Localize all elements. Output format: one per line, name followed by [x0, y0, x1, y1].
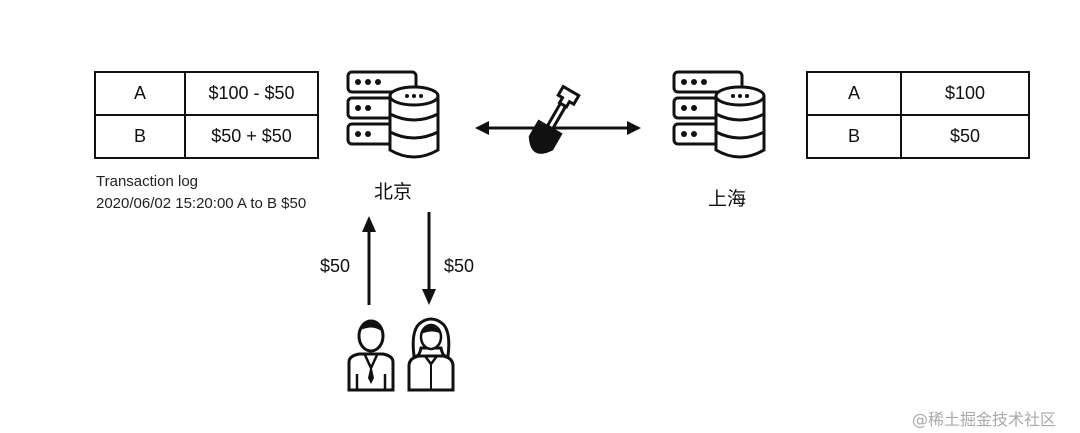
up-arrow	[362, 216, 376, 305]
withdraw-amount: $50	[444, 256, 475, 276]
transaction-log: Transaction log 2020/06/02 15:20:00 A to…	[96, 171, 306, 215]
shanghai-label: 上海	[708, 188, 747, 210]
transaction-log-entry: 2020/06/02 15:20:00 A to B $50	[96, 195, 307, 212]
balance-cell: $100 - $50	[184, 71, 319, 116]
shovel-icon	[528, 84, 581, 154]
man-icon	[347, 319, 395, 392]
watermark: @稀土掘金技术社区	[912, 410, 1057, 429]
table-row: A $100 - $50	[94, 71, 319, 116]
woman-icon	[407, 317, 455, 392]
beijing-ledger: A $100 - $50 B $50 + $50	[94, 71, 319, 159]
account-cell: A	[806, 71, 902, 116]
server-icon	[346, 70, 440, 159]
table-row: A $100	[806, 71, 1030, 116]
account-cell: B	[806, 114, 902, 159]
table-row: B $50 + $50	[94, 114, 319, 159]
beijing-label: 北京	[374, 181, 413, 203]
server-icon	[672, 70, 766, 159]
shanghai-ledger: A $100 B $50	[806, 71, 1030, 159]
down-arrow	[422, 212, 436, 305]
balance-cell: $50	[900, 114, 1030, 159]
account-cell: B	[94, 114, 186, 159]
replication-arrow	[475, 121, 641, 135]
table-row: B $50	[806, 114, 1030, 159]
balance-cell: $50 + $50	[184, 114, 319, 159]
account-cell: A	[94, 71, 186, 116]
balance-cell: $100	[900, 71, 1030, 116]
transaction-log-title: Transaction log	[96, 173, 198, 190]
deposit-amount: $50	[320, 256, 351, 276]
